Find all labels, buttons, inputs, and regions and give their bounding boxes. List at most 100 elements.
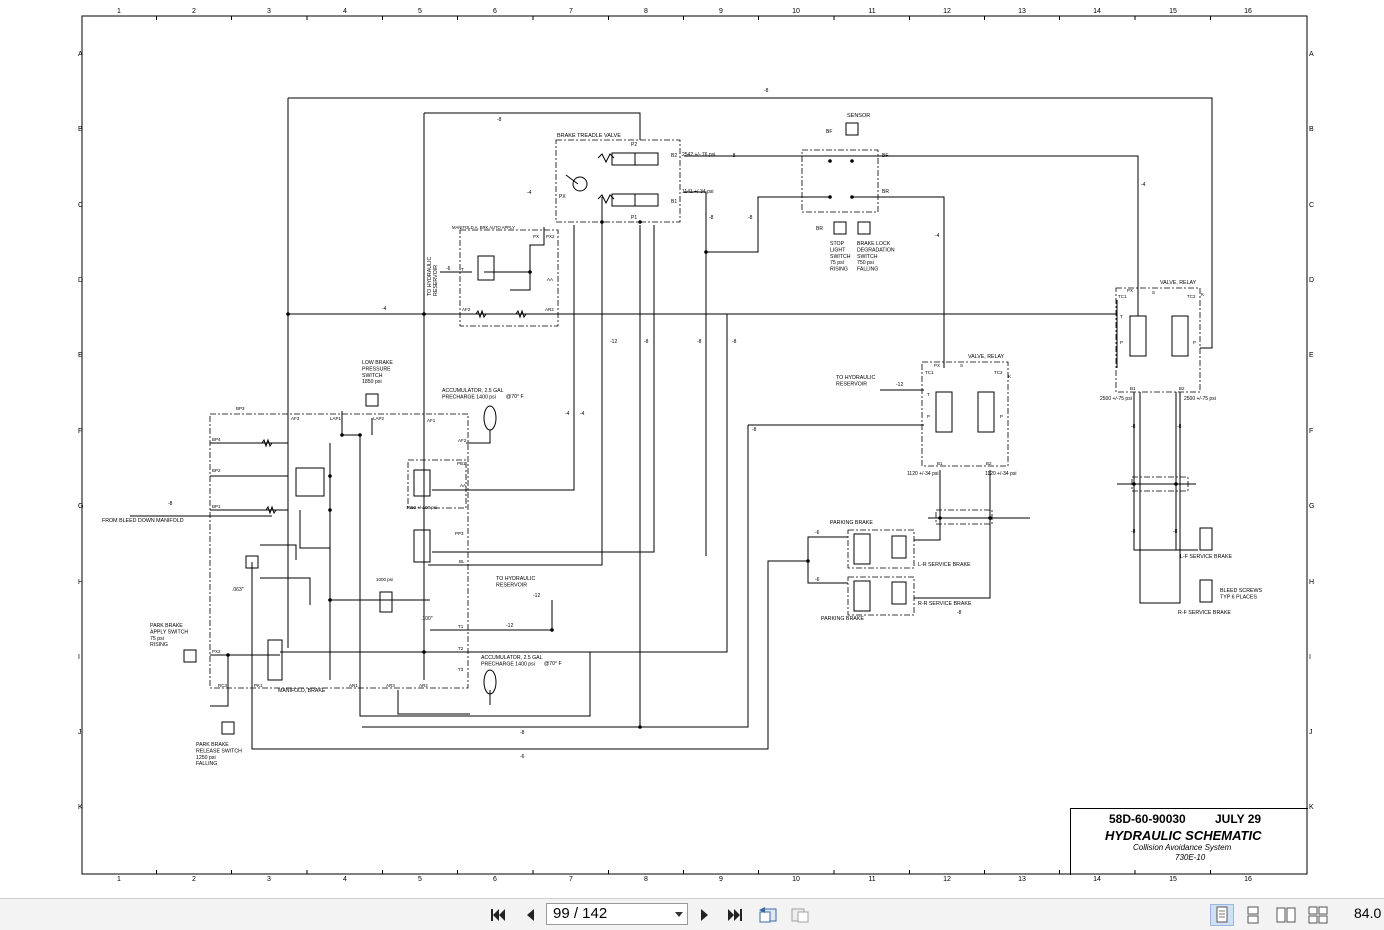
schematic-drawing: 1122334455667788991010111112121313141415… xyxy=(78,8,1314,883)
schematic-label: AF1 xyxy=(427,418,436,423)
schematic-label: K xyxy=(1008,374,1011,379)
chevron-down-icon[interactable] xyxy=(675,912,683,917)
grid-row-letter: F xyxy=(78,428,82,435)
grid-column-number: 5 xyxy=(418,876,422,883)
continuous-facing-view-button[interactable] xyxy=(1306,904,1330,926)
schematic-label: STOP xyxy=(830,241,845,247)
continuous-facing-icon xyxy=(1308,906,1328,924)
schematic-label: RC3 xyxy=(218,683,227,688)
schematic-label: BP2 xyxy=(212,468,221,473)
schematic-label: @70° F xyxy=(544,661,562,667)
schematic-label: TYP 6 PLACES xyxy=(1220,595,1257,601)
schematic-label: SENSOR xyxy=(847,113,870,119)
grid-column-number: 11 xyxy=(868,876,875,883)
schematic-label: SWITCH xyxy=(830,254,851,260)
schematic-label: AR2 xyxy=(545,307,554,312)
schematic-label: FROM BLEED DOWN MANIFOLD xyxy=(102,518,184,524)
schematic-label: VALVE, RELAY xyxy=(968,354,1005,360)
schematic-label: P2 xyxy=(631,142,637,148)
schematic-label: B2 xyxy=(1179,386,1185,391)
grid-row-letter: A xyxy=(1309,51,1314,58)
schematic-label: 1250 psi xyxy=(196,755,216,761)
grid-column-number: 1 xyxy=(117,876,121,883)
schematic-label: -8 xyxy=(697,339,702,345)
schematic-label: B1 xyxy=(1130,386,1136,391)
facing-view-button[interactable] xyxy=(1274,904,1298,926)
schematic-label: LIGHT xyxy=(830,247,846,253)
schematic-label: BP4 xyxy=(212,437,221,442)
last-page-button[interactable] xyxy=(723,904,747,926)
schematic-label: P xyxy=(1120,340,1123,345)
schematic-label: -12 xyxy=(506,623,513,629)
continuous-view-button[interactable] xyxy=(1241,904,1265,926)
go-back-view-button[interactable] xyxy=(756,904,780,926)
schematic-label: TO HYDRAULIC xyxy=(427,256,433,296)
schematic-label: 1141 +/-34 psi xyxy=(682,189,713,195)
schematic-label: -8 xyxy=(957,610,962,616)
grid-column-number: 15 xyxy=(1169,876,1177,883)
schematic-label: -8 xyxy=(1131,529,1136,535)
schematic-label: AA xyxy=(547,277,553,282)
schematic-label: -4 xyxy=(1141,182,1146,188)
grid-column-number: 2 xyxy=(192,8,196,15)
schematic-label: TC1 xyxy=(925,370,934,375)
schematic-label: RESERVOIR xyxy=(433,265,439,296)
go-forward-view-button[interactable] xyxy=(788,904,812,926)
grid-column-number: 16 xyxy=(1244,876,1252,883)
grid-row-letter: K xyxy=(1309,804,1314,811)
grid-column-number: 13 xyxy=(1018,876,1026,883)
grid-row-letter: J xyxy=(78,729,82,736)
schematic-label: L-F SERVICE BRAKE xyxy=(1180,554,1232,560)
schematic-label: P xyxy=(1000,414,1003,419)
schematic-label: 2500 +/-75 psi xyxy=(1100,396,1132,402)
schematic-label: -6 xyxy=(815,577,820,583)
skip-first-icon xyxy=(491,909,505,921)
schematic-label: PK1 xyxy=(254,683,263,688)
schematic-label: -12 xyxy=(896,382,903,388)
schematic-label: LAP1 xyxy=(330,416,342,421)
schematic-label: R-F SERVICE BRAKE xyxy=(1178,610,1231,616)
schematic-label: -6 xyxy=(446,266,451,272)
drawing-date: JULY 29 xyxy=(1215,812,1262,826)
grid-row-letter: C xyxy=(78,202,83,209)
schematic-label: VALVE, RELAY xyxy=(1160,280,1197,286)
schematic-label: TO HYDRAULIC xyxy=(836,375,876,381)
schematic-label: -4 xyxy=(527,190,532,196)
schematic-label: .100" xyxy=(421,616,433,622)
schematic-label: T xyxy=(1120,314,1123,319)
schematic-label: P1 xyxy=(631,215,637,221)
schematic-label: AF2 xyxy=(458,438,467,443)
grid-row-letter: I xyxy=(1309,654,1311,661)
single-page-view-button[interactable] xyxy=(1210,904,1234,926)
grid-row-letter: G xyxy=(1309,503,1314,510)
schematic-label: -8 xyxy=(1131,424,1136,430)
next-page-button[interactable] xyxy=(693,904,717,926)
grid-column-number: 7 xyxy=(569,8,573,15)
grid-row-letter: D xyxy=(78,277,83,284)
grid-column-number: 4 xyxy=(343,8,347,15)
grid-column-number: 4 xyxy=(343,876,347,883)
grid-column-number: 14 xyxy=(1093,8,1101,15)
zoom-level[interactable]: 84.0 xyxy=(1354,905,1382,921)
schematic-label: BR xyxy=(816,226,823,232)
drawing-number: 58D-60-90030 xyxy=(1109,812,1186,826)
schematic-label: RELEASE SWITCH xyxy=(196,748,242,754)
schematic-label: -8 xyxy=(732,339,737,345)
grid-row-letter: F xyxy=(1309,428,1313,435)
schematic-label: PRECHARGE 1400 psi xyxy=(481,661,535,667)
schematic-label: PX2 xyxy=(546,234,555,239)
previous-page-button[interactable] xyxy=(518,904,542,926)
schematic-label: 2500 +/-75 psi xyxy=(1184,396,1216,402)
schematic-label: FALLING xyxy=(196,761,217,767)
grid-row-letter: D xyxy=(1309,277,1314,284)
schematic-label: ACCUMULATOR, 2.5 GAL xyxy=(442,388,504,394)
schematic-label: AF2 xyxy=(462,307,471,312)
schematic-label: L-R SERVICE BRAKE xyxy=(918,562,971,568)
grid-column-number: 1 xyxy=(117,8,121,15)
grid-row-letter: A xyxy=(78,51,83,58)
page-number-field[interactable]: 99 / 142 xyxy=(546,903,688,925)
schematic-label: PX xyxy=(533,234,539,239)
first-page-button[interactable] xyxy=(486,904,510,926)
schematic-label: S xyxy=(960,363,963,368)
schematic-label: -12 xyxy=(610,339,617,345)
